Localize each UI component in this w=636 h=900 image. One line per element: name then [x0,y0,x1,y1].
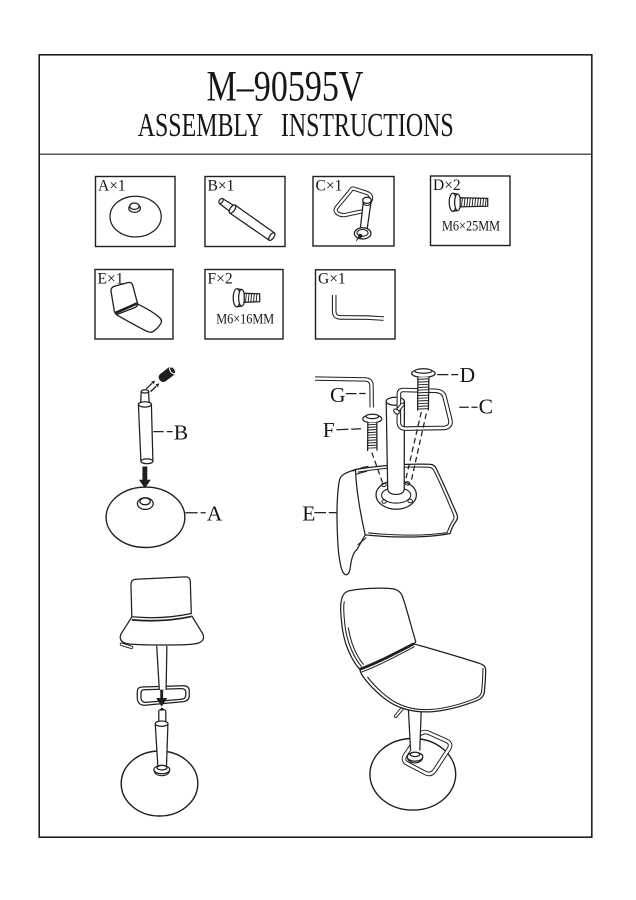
svg-text:A: A [207,502,223,526]
svg-text:M–90595V: M–90595V [207,64,364,111]
svg-text:M6×25MM: M6×25MM [442,219,500,235]
svg-text:C×1: C×1 [316,177,343,194]
svg-text:C: C [479,394,493,418]
svg-text:G: G [330,383,346,407]
svg-text:B: B [174,420,188,444]
svg-text:F×2: F×2 [208,270,233,287]
svg-text:A×1: A×1 [98,177,126,194]
svg-text:G×1: G×1 [318,271,346,288]
svg-text:B×1: B×1 [208,177,235,194]
svg-text:ASSEMBLY INSTRUCTIONS: ASSEMBLY INSTRUCTIONS [138,107,454,144]
svg-text:D×2: D×2 [433,177,461,194]
svg-text:F: F [323,418,335,442]
svg-text:D: D [460,363,476,387]
svg-text:E×1: E×1 [98,270,124,287]
svg-text:E: E [302,502,315,526]
svg-text:M6×16MM: M6×16MM [216,312,274,328]
